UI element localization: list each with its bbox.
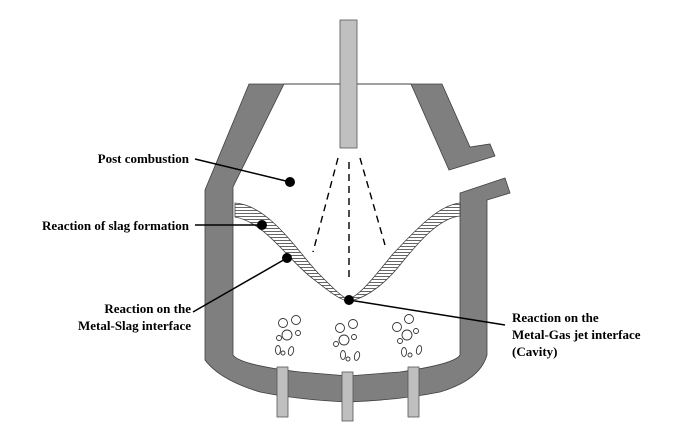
leader-post-combustion bbox=[194, 158, 291, 183]
jet-line-right bbox=[359, 157, 386, 246]
marker-metal-slag bbox=[282, 253, 292, 263]
vessel-wall-right-upper bbox=[410, 83, 496, 171]
bubble-group-center bbox=[333, 319, 361, 362]
label-metal-gas-line3: (Cavity) bbox=[512, 344, 558, 359]
marker-slag-formation bbox=[257, 220, 267, 230]
label-slag-formation: Reaction of slag formation bbox=[42, 218, 189, 233]
leader-metal-gas bbox=[348, 299, 506, 326]
marker-metal-gas bbox=[344, 295, 354, 305]
vessel-wall-left bbox=[204, 83, 349, 403]
label-metal-gas-line2: Metal-Gas jet interface bbox=[512, 327, 641, 342]
label-metal-slag-line1: Reaction on the bbox=[104, 301, 191, 316]
marker-post-combustion bbox=[285, 177, 295, 187]
jet-line-left bbox=[312, 157, 339, 253]
tuyere-left bbox=[276, 366, 289, 418]
label-metal-slag: Reaction on the Metal-Slag interface bbox=[78, 300, 191, 334]
oxygen-lance bbox=[339, 19, 358, 149]
label-metal-gas-line1: Reaction on the bbox=[512, 310, 599, 325]
bubble-group-right bbox=[392, 314, 423, 358]
slag-layer bbox=[234, 202, 461, 302]
label-post-combustion: Post combustion bbox=[97, 151, 189, 166]
label-metal-slag-line2: Metal-Slag interface bbox=[78, 318, 191, 333]
vessel-wall-bottom-right bbox=[347, 177, 511, 403]
label-metal-gas: Reaction on the Metal-Gas jet interface … bbox=[512, 309, 641, 360]
tuyere-right bbox=[407, 366, 420, 418]
bubble-group-left bbox=[275, 315, 301, 356]
tuyere-center bbox=[341, 371, 354, 422]
leader-metal-slag bbox=[192, 257, 288, 313]
